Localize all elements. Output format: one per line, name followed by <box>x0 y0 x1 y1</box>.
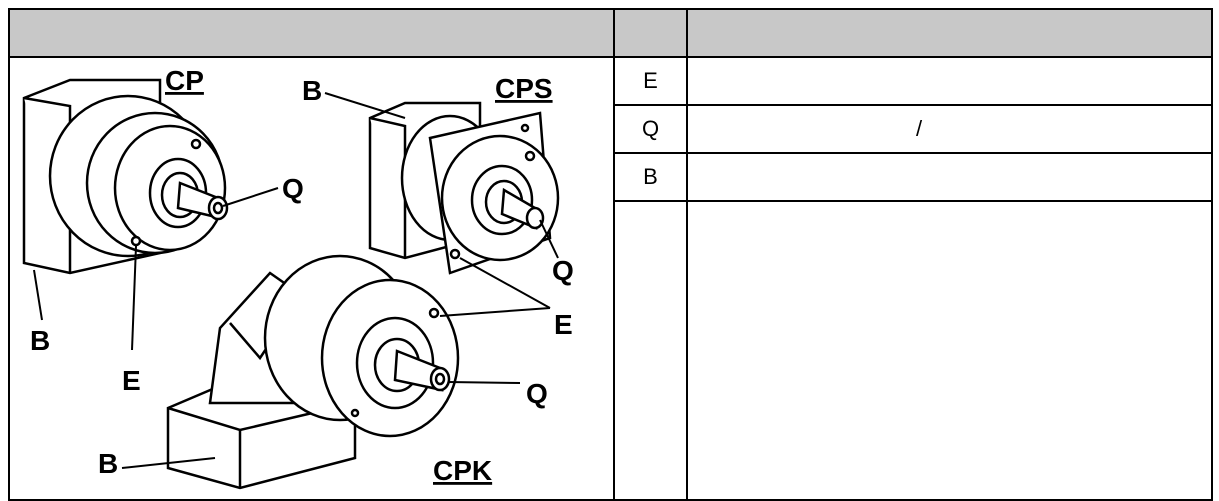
table-row: CP CPS CPK B B B Q Q Q E E E <box>8 56 1213 501</box>
description-cell: / <box>686 104 1213 154</box>
code-cell <box>613 200 688 501</box>
table-header-row <box>8 8 1213 58</box>
gearbox-figure-cell: CP CPS CPK B B B Q Q Q E E <box>8 56 615 501</box>
model-label-cp: CP <box>165 65 204 96</box>
table-row: B <box>9 152 1213 202</box>
code-cell: E <box>613 56 688 106</box>
callout-b-cpk: B <box>98 448 118 479</box>
table-row <box>9 200 1213 501</box>
table-row: Q / <box>9 104 1213 154</box>
code-cell: Q <box>613 104 688 154</box>
cp-gearbox-drawing <box>22 78 229 275</box>
description-cell <box>686 56 1213 106</box>
code-cell: B <box>613 152 688 202</box>
callout-b-cps: B <box>302 75 322 106</box>
callout-e-cp: E <box>122 365 141 396</box>
callout-e-cps-cpk: E <box>554 309 573 340</box>
description-text: / <box>916 116 923 141</box>
callout-b-cp: B <box>30 325 50 356</box>
callout-q-cp: Q <box>282 173 304 204</box>
callout-q-cpk: Q <box>526 378 548 409</box>
cps-gearbox-drawing <box>368 101 560 275</box>
header-cell-code <box>613 8 688 58</box>
header-cell-figure <box>8 8 615 58</box>
gearbox-illustration: CP CPS CPK B B B Q Q Q E E <box>22 65 574 490</box>
description-cell <box>686 200 1213 501</box>
header-cell-description <box>686 8 1213 58</box>
spec-table: CP CPS CPK B B B Q Q Q E E E Q / B <box>8 8 1213 501</box>
cpk-gearbox-drawing <box>166 254 460 490</box>
model-label-cps: CPS <box>495 73 553 104</box>
description-cell <box>686 152 1213 202</box>
model-label-cpk: CPK <box>433 455 492 486</box>
callout-q-cps: Q <box>552 255 574 286</box>
